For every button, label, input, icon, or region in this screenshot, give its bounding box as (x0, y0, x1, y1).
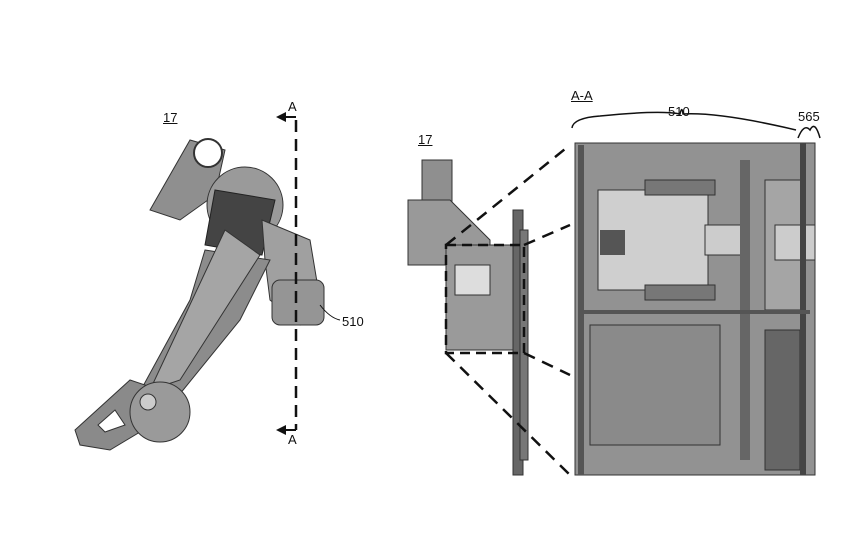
detail-box (444, 243, 526, 355)
section-title: A-A (571, 88, 593, 103)
ref-17-middle: 17 (418, 132, 433, 147)
section-label-a-top: A (288, 99, 297, 114)
part-565: 565 (798, 109, 820, 124)
ref-17-left: 17 (163, 110, 178, 125)
part-510-section: 510 (668, 104, 690, 119)
section-a-a-view (571, 108, 821, 476)
derailleur-rear-view (407, 144, 571, 476)
part-510-left: 510 (342, 314, 364, 329)
section-label-a-bottom: A (288, 432, 297, 447)
derailleur-side-view (74, 112, 341, 451)
